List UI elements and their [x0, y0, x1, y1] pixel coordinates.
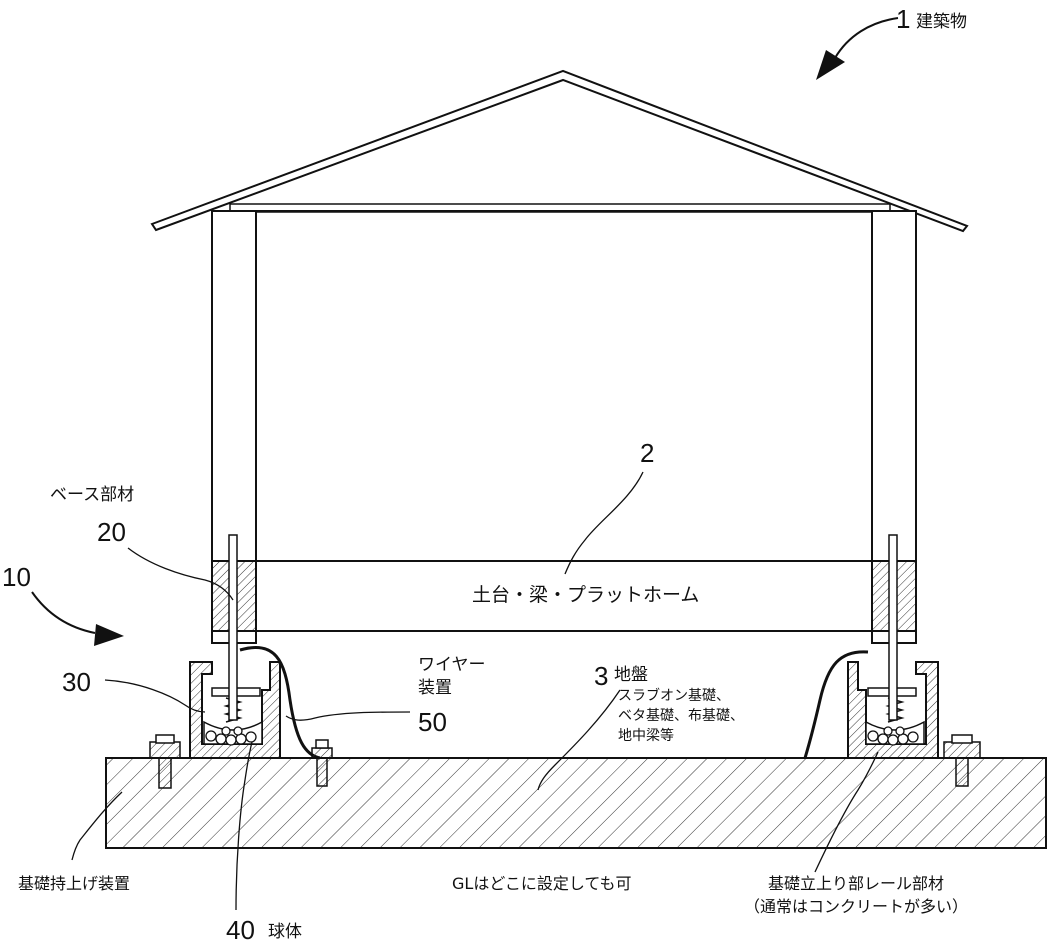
building-body [211, 210, 917, 562]
roof [150, 69, 969, 233]
wire-number: 50 [418, 707, 447, 737]
arrow-building [834, 17, 899, 59]
rail-member-line-2: （通常はコンクリートが多い） [744, 897, 968, 916]
foundation-slab [105, 757, 1047, 849]
label-sphere: 40 球体 [226, 915, 302, 944]
label-ground: 3 地盤 スラブオン基礎、 ベタ基礎、布基礎、 地中梁等 [594, 661, 744, 744]
part30-number: 30 [62, 667, 91, 697]
label-wire: ワイヤー 装置 50 [418, 655, 486, 737]
wire-device-left [239, 646, 333, 787]
sphere-label: 球体 [268, 922, 302, 942]
sill-number: 2 [640, 438, 654, 468]
wire-line-2: 装置 [418, 678, 452, 698]
ground-line-2: ベタ基礎、布基礎、 [618, 707, 744, 724]
building-number: 1 [896, 4, 910, 34]
wire-line-1: ワイヤー [418, 655, 486, 675]
building-label: 建築物 [916, 12, 967, 32]
wire-device-right [803, 650, 869, 759]
arrow-device-head [94, 624, 124, 646]
isolation-device-left [149, 534, 281, 789]
gl-note: GLはどこに設定しても可 [452, 874, 632, 893]
lift-device-label: 基礎持上げ装置 [18, 874, 130, 893]
ground-number: 3 [594, 661, 608, 691]
arrow-building-head [816, 50, 845, 80]
label-rail-member: 基礎立上り部レール部材 （通常はコンクリートが多い） [744, 874, 968, 916]
sphere-balls-left [205, 726, 257, 746]
pointer-arrows [31, 17, 899, 646]
sphere-balls-right [867, 726, 919, 746]
sill-label: 土台・梁・プラットホーム [472, 584, 699, 606]
arrow-device [31, 591, 96, 634]
base-member-number: 20 [97, 517, 126, 547]
ground-line-3: 地中梁等 [618, 727, 674, 744]
base-member-label: ベース部材 [50, 485, 134, 505]
leader-lines [71, 471, 879, 911]
rail-member-line-1: 基礎立上り部レール部材 [768, 874, 944, 893]
device-number: 10 [2, 562, 31, 592]
ground-line-1: スラブオン基礎、 [618, 687, 730, 704]
sphere-number: 40 [226, 915, 255, 944]
label-building: 1 建築物 [896, 4, 967, 34]
isolation-device-right [847, 534, 981, 787]
ground-label: 地盤 [614, 665, 648, 685]
